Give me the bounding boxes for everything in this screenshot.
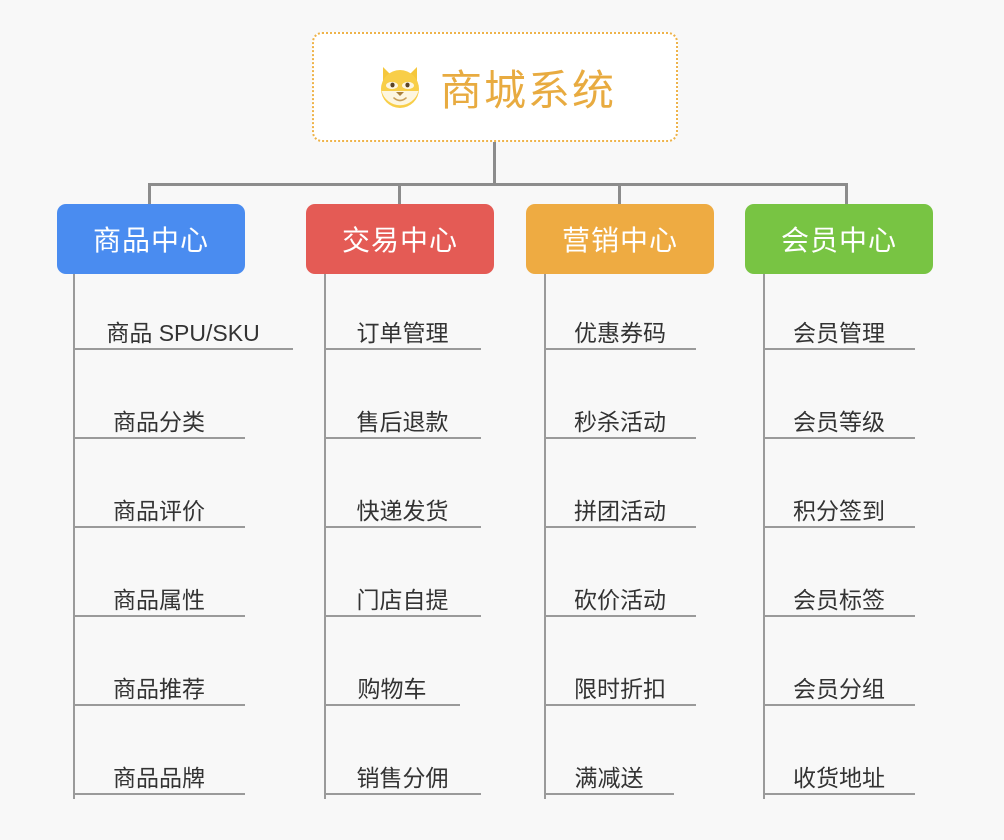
leaf-item[interactable]: 会员等级 — [763, 350, 915, 439]
branch-header-label: 商品中心 — [92, 225, 209, 256]
leaf-item[interactable]: 商品推荐 — [73, 617, 245, 706]
leaf-label: 秒杀活动 — [574, 408, 666, 435]
shiba-dog-face-icon — [374, 61, 426, 113]
leaf-label: 满减送 — [574, 764, 644, 791]
leaf-label: 商品品牌 — [113, 764, 205, 791]
root-node[interactable]: 商城系统 — [312, 32, 678, 142]
connector-drop-4 — [845, 183, 848, 206]
connector-root-stem — [493, 142, 496, 186]
leaf-label: 会员管理 — [793, 319, 885, 346]
leaf-item[interactable]: 售后退款 — [324, 350, 481, 439]
leaf-label: 商品属性 — [113, 586, 205, 613]
branch-header-label: 会员中心 — [780, 225, 897, 256]
leaf-item[interactable]: 快递发货 — [324, 439, 481, 528]
connector-drop-3 — [618, 183, 621, 206]
leaf-label: 优惠券码 — [574, 319, 666, 346]
leaf-label: 销售分佣 — [356, 764, 449, 791]
leaf-label: 积分签到 — [793, 497, 885, 524]
leaf-item[interactable]: 砍价活动 — [544, 528, 696, 617]
leaf-item[interactable]: 商品属性 — [73, 528, 245, 617]
branch-header-product-center[interactable]: 商品中心 — [57, 204, 245, 274]
leaf-item[interactable]: 商品品牌 — [73, 706, 245, 795]
leaf-item[interactable]: 会员分组 — [763, 617, 915, 706]
branch-header-member-center[interactable]: 会员中心 — [745, 204, 933, 274]
branch-header-label: 营销中心 — [561, 225, 678, 256]
leaf-item[interactable]: 会员标签 — [763, 528, 915, 617]
leaf-item[interactable]: 秒杀活动 — [544, 350, 696, 439]
leaf-item[interactable]: 满减送 — [544, 706, 674, 795]
root-title: 商城系统 — [439, 66, 616, 114]
leaf-label: 限时折扣 — [574, 675, 666, 702]
branch-trunk-member-center — [763, 274, 765, 799]
leaf-label: 门店自提 — [356, 586, 449, 613]
leaf-label: 收货地址 — [793, 764, 885, 791]
connector-drop-1 — [148, 183, 151, 206]
leaf-label: 商品评价 — [113, 497, 205, 524]
leaf-label: 售后退款 — [356, 408, 449, 435]
leaf-label: 会员分组 — [793, 675, 885, 702]
leaf-item[interactable]: 积分签到 — [763, 439, 915, 528]
leaf-item[interactable]: 优惠券码 — [544, 292, 696, 350]
connector-drop-2 — [398, 183, 401, 206]
leaf-label: 订单管理 — [356, 319, 449, 346]
leaf-item[interactable]: 购物车 — [324, 617, 460, 706]
leaf-item[interactable]: 收货地址 — [763, 706, 915, 795]
connector-bus — [148, 183, 848, 186]
leaf-item[interactable]: 拼团活动 — [544, 439, 696, 528]
leaf-item[interactable]: 限时折扣 — [544, 617, 696, 706]
leaf-item[interactable]: 会员管理 — [763, 292, 915, 350]
leaf-label: 砍价活动 — [574, 586, 666, 613]
leaf-item[interactable]: 商品评价 — [73, 439, 245, 528]
leaf-item[interactable]: 商品分类 — [73, 350, 245, 439]
leaf-item[interactable]: 门店自提 — [324, 528, 481, 617]
branch-header-trade-center[interactable]: 交易中心 — [306, 204, 494, 274]
branch-trunk-trade-center — [324, 274, 326, 799]
branch-trunk-marketing-center — [544, 274, 546, 799]
leaf-label: 购物车 — [357, 675, 427, 702]
leaf-label: 拼团活动 — [574, 497, 666, 524]
leaf-label: 商品推荐 — [113, 675, 205, 702]
leaf-label: 商品分类 — [113, 408, 205, 435]
branch-trunk-product-center — [73, 274, 75, 799]
leaf-label: 商品 SPU/SKU — [106, 319, 260, 346]
leaf-label: 会员等级 — [793, 408, 885, 435]
leaf-label: 快递发货 — [356, 497, 449, 524]
branch-header-label: 交易中心 — [341, 225, 458, 256]
leaf-item[interactable]: 订单管理 — [324, 292, 481, 350]
branch-header-marketing-center[interactable]: 营销中心 — [526, 204, 714, 274]
leaf-item[interactable]: 商品 SPU/SKU — [73, 292, 293, 350]
leaf-item[interactable]: 销售分佣 — [324, 706, 481, 795]
leaf-label: 会员标签 — [793, 586, 885, 613]
